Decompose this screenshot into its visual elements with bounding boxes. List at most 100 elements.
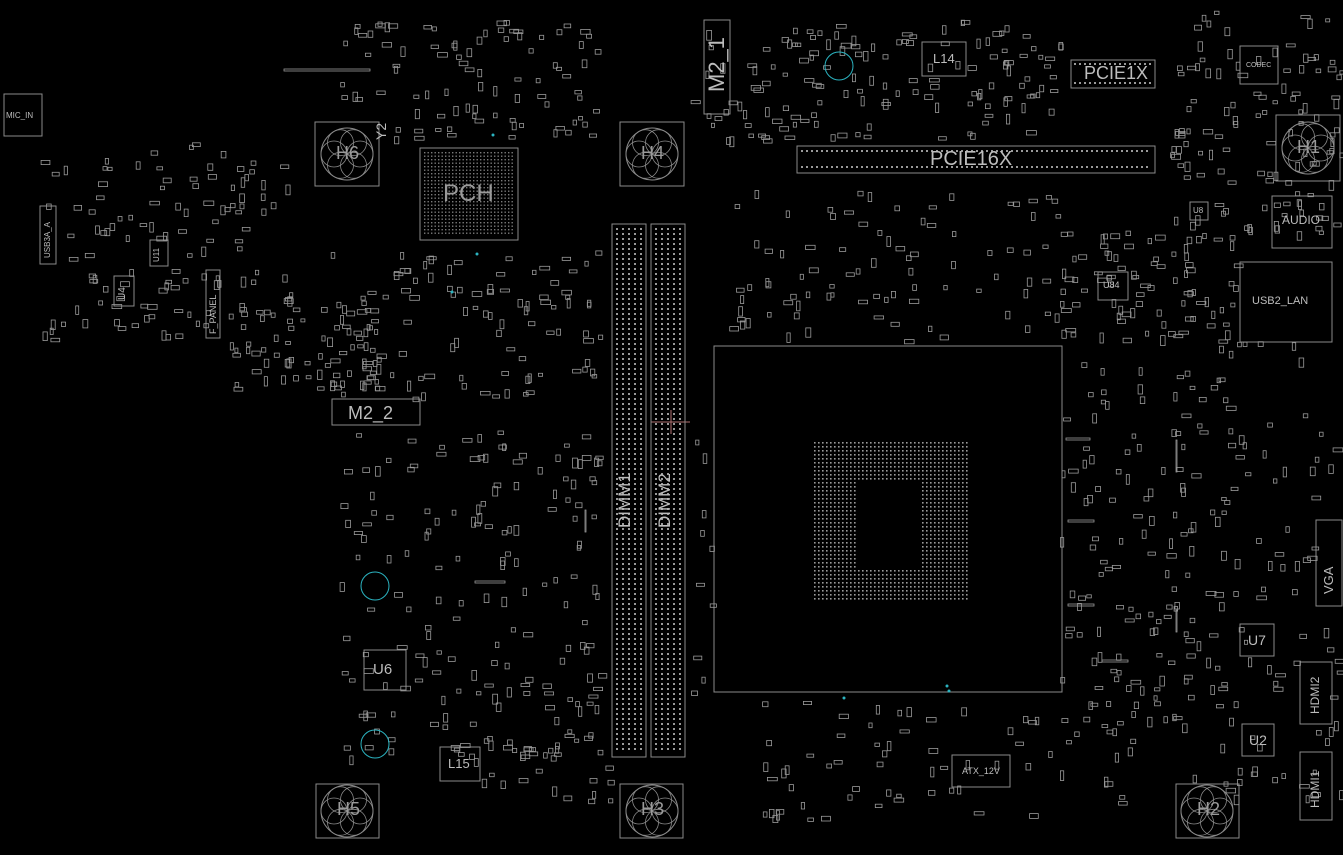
- pcie16x-pin: [891, 166, 893, 168]
- cpu-land: [946, 590, 948, 592]
- passive-pad: [432, 670, 442, 675]
- dimm2-pin: [655, 683, 657, 685]
- cpu-land: [822, 478, 824, 480]
- cpu-land: [846, 550, 848, 552]
- passive-pad: [1154, 687, 1161, 692]
- pch-ball: [424, 208, 426, 210]
- cpu-land: [962, 474, 964, 476]
- passive-pad: [1273, 202, 1281, 208]
- dimm1-pin: [616, 243, 618, 245]
- pch-ball: [424, 176, 426, 178]
- cpu-land: [818, 582, 820, 584]
- passive-pad: [570, 574, 578, 579]
- pcie1x-pin: [1124, 82, 1126, 84]
- passive-pad: [893, 797, 905, 803]
- cpu-land: [934, 554, 936, 556]
- passive-pad: [342, 324, 351, 329]
- pch-ball: [434, 169, 436, 171]
- passive-pad: [128, 214, 133, 221]
- mounting-hole-rosette: [1180, 784, 1234, 838]
- passive-pad: [506, 687, 512, 698]
- pch-ball: [462, 176, 464, 178]
- passive-pad: [1015, 741, 1024, 746]
- dimm2-pin: [667, 488, 669, 490]
- cpu-land: [942, 570, 944, 572]
- cpu-land: [898, 442, 900, 444]
- dimm2-pin: [655, 693, 657, 695]
- passive-pad: [1058, 42, 1064, 51]
- cpu-land: [930, 542, 932, 544]
- cpu-land: [834, 566, 836, 568]
- pch-ball: [448, 152, 450, 154]
- dimm2-pin: [655, 748, 657, 750]
- pch-ball: [431, 201, 433, 203]
- cpu-land: [854, 502, 856, 504]
- passive-pad: [912, 89, 919, 95]
- dimm2-pin: [667, 723, 669, 725]
- dimm1-pin: [628, 318, 630, 320]
- cpu-land: [834, 590, 836, 592]
- connector-strip: [1175, 609, 1178, 633]
- cpu-land: [938, 562, 940, 564]
- u11-outline: [149, 239, 169, 267]
- pch-ball: [473, 155, 475, 157]
- cpu-land: [938, 578, 940, 580]
- dimm2-pin: [661, 318, 663, 320]
- cpu-land: [818, 454, 820, 456]
- dimm1-pin: [628, 363, 630, 365]
- pcie16x-pin: [1066, 150, 1068, 152]
- cpu-land: [850, 502, 852, 504]
- dimm2-pin: [673, 543, 675, 545]
- passive-pad: [495, 702, 502, 712]
- passive-pad: [588, 694, 599, 699]
- pch-ball: [508, 197, 510, 199]
- cpu-land: [922, 530, 924, 532]
- dimm2-pin: [673, 243, 675, 245]
- passive-pad: [505, 551, 511, 557]
- pch-ball: [508, 152, 510, 154]
- cpu-land: [846, 446, 848, 448]
- dimm2-pin: [655, 728, 657, 730]
- passive-pad: [1019, 82, 1025, 89]
- dimm2-pin: [679, 418, 681, 420]
- pch-ball: [459, 225, 461, 227]
- cpu-land: [882, 478, 884, 480]
- passive-pad: [1101, 724, 1109, 728]
- cpu-land: [910, 594, 912, 596]
- dimm1-pin: [622, 378, 624, 380]
- passive-pad: [525, 390, 535, 395]
- dimm2-pin: [661, 543, 663, 545]
- passive-pad: [1189, 617, 1196, 624]
- passive-pad: [702, 453, 708, 464]
- pch-ball: [431, 215, 433, 217]
- passive-pad: [584, 735, 593, 741]
- dimm2-pin: [679, 723, 681, 725]
- cpu-land: [946, 478, 948, 480]
- cpu-land: [930, 498, 932, 500]
- pch-ball: [445, 215, 447, 217]
- dimm2-pin: [673, 233, 675, 235]
- passive-pad: [1191, 473, 1202, 479]
- cpu-land: [958, 526, 960, 528]
- dimm1-pin: [634, 728, 636, 730]
- passive-pad: [450, 745, 461, 751]
- cpu-land: [958, 530, 960, 532]
- pcie1x-pin: [1119, 63, 1121, 65]
- dimm2-pin: [667, 528, 669, 530]
- dimm1-pin: [616, 478, 618, 480]
- pch-ball: [434, 159, 436, 161]
- cpu-land: [946, 574, 948, 576]
- cpu-land: [890, 450, 892, 452]
- pch-ball: [504, 162, 506, 164]
- cpu-land: [910, 466, 912, 468]
- dimm2-pin: [673, 518, 675, 520]
- cpu-land: [938, 594, 940, 596]
- cpu-land: [830, 590, 832, 592]
- passive-pad: [817, 30, 823, 36]
- passive-pad: [1273, 680, 1279, 687]
- passive-pad: [1223, 322, 1230, 327]
- pch-ball: [459, 229, 461, 231]
- passive-pad: [544, 691, 555, 696]
- passive-pad: [857, 88, 863, 94]
